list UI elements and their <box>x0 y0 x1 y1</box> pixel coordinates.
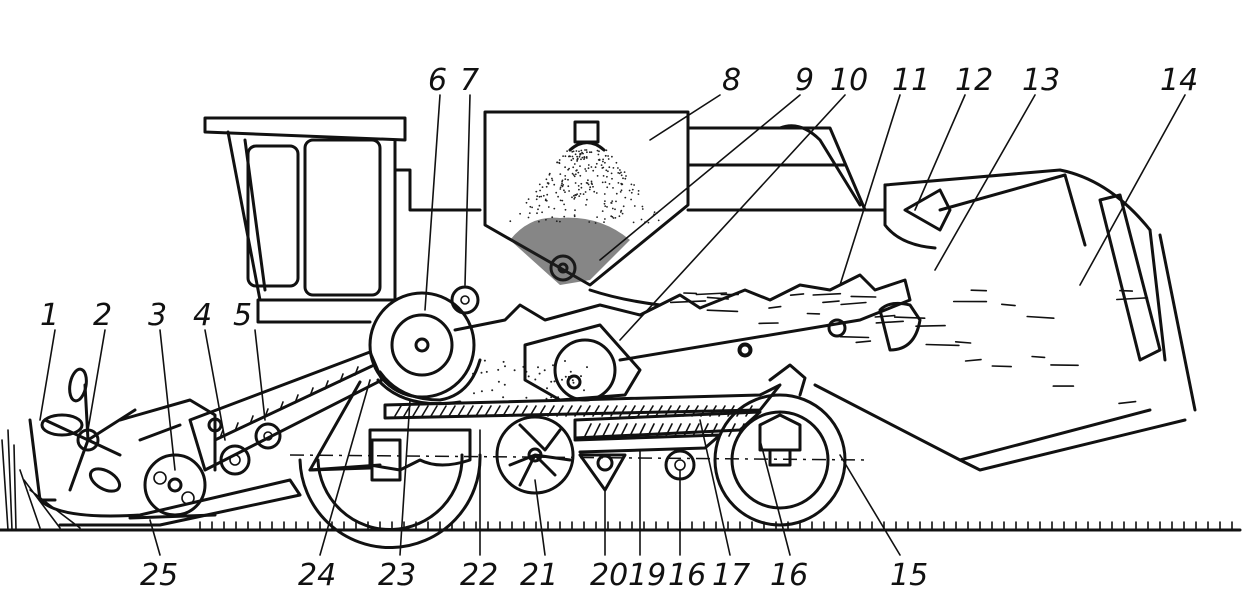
callout-16-left: 16 <box>668 558 706 593</box>
callout-14: 14 <box>1160 63 1198 98</box>
callout-23: 23 <box>378 558 416 593</box>
straw-stream <box>472 289 1149 405</box>
callout-21: 21 <box>520 558 558 593</box>
leader-lines <box>39 94 1186 556</box>
callout-2: 2 <box>93 298 112 333</box>
feeder-house <box>188 350 384 472</box>
combine-body <box>588 124 1197 472</box>
operator-cab <box>203 116 482 324</box>
callout-11: 11 <box>892 63 930 98</box>
callout-6: 6 <box>428 63 447 98</box>
straw-walker <box>453 273 912 362</box>
tensioner-link <box>738 343 807 397</box>
callout-25: 25 <box>140 558 178 593</box>
callout-24: 24 <box>298 558 336 593</box>
callout-16-right: 16 <box>770 558 808 593</box>
callout-20: 20 <box>590 558 628 593</box>
callout-13: 13 <box>1022 63 1060 98</box>
callout-labels: 1 2 3 4 5 6 7 8 9 10 11 12 13 14 15 16 1… <box>40 63 1198 593</box>
callout-1: 1 <box>40 298 59 333</box>
threshing-drum <box>368 291 482 406</box>
callout-4: 4 <box>193 298 212 333</box>
grain-tank <box>483 110 690 287</box>
front-drive-wheel <box>298 453 482 549</box>
callout-3: 3 <box>148 298 167 333</box>
reel <box>40 367 137 493</box>
cleaning-shoe <box>383 383 782 454</box>
callout-22: 22 <box>460 558 498 593</box>
callout-15: 15 <box>890 558 928 593</box>
grain-auger <box>578 453 627 492</box>
cleaning-fan <box>495 415 575 495</box>
cutter-bar-gear <box>207 417 251 476</box>
callout-17: 17 <box>712 558 750 593</box>
divider-tip <box>28 418 57 502</box>
callout-19: 19 <box>628 558 666 593</box>
ground-line <box>0 521 1242 532</box>
callout-9: 9 <box>795 63 814 98</box>
callout-7: 7 <box>460 63 479 98</box>
cutter-knife <box>128 513 217 520</box>
callout-8: 8 <box>722 63 741 98</box>
elevator-chain <box>308 380 372 472</box>
axle-centerline <box>289 454 871 461</box>
callout-5: 5 <box>233 298 252 333</box>
header-frame <box>38 398 302 527</box>
axle-housing <box>308 428 472 482</box>
callout-12: 12 <box>955 63 993 98</box>
crop-stalks <box>1 429 81 531</box>
callout-10: 10 <box>830 63 868 98</box>
stone-trap-sprocket <box>450 285 480 315</box>
